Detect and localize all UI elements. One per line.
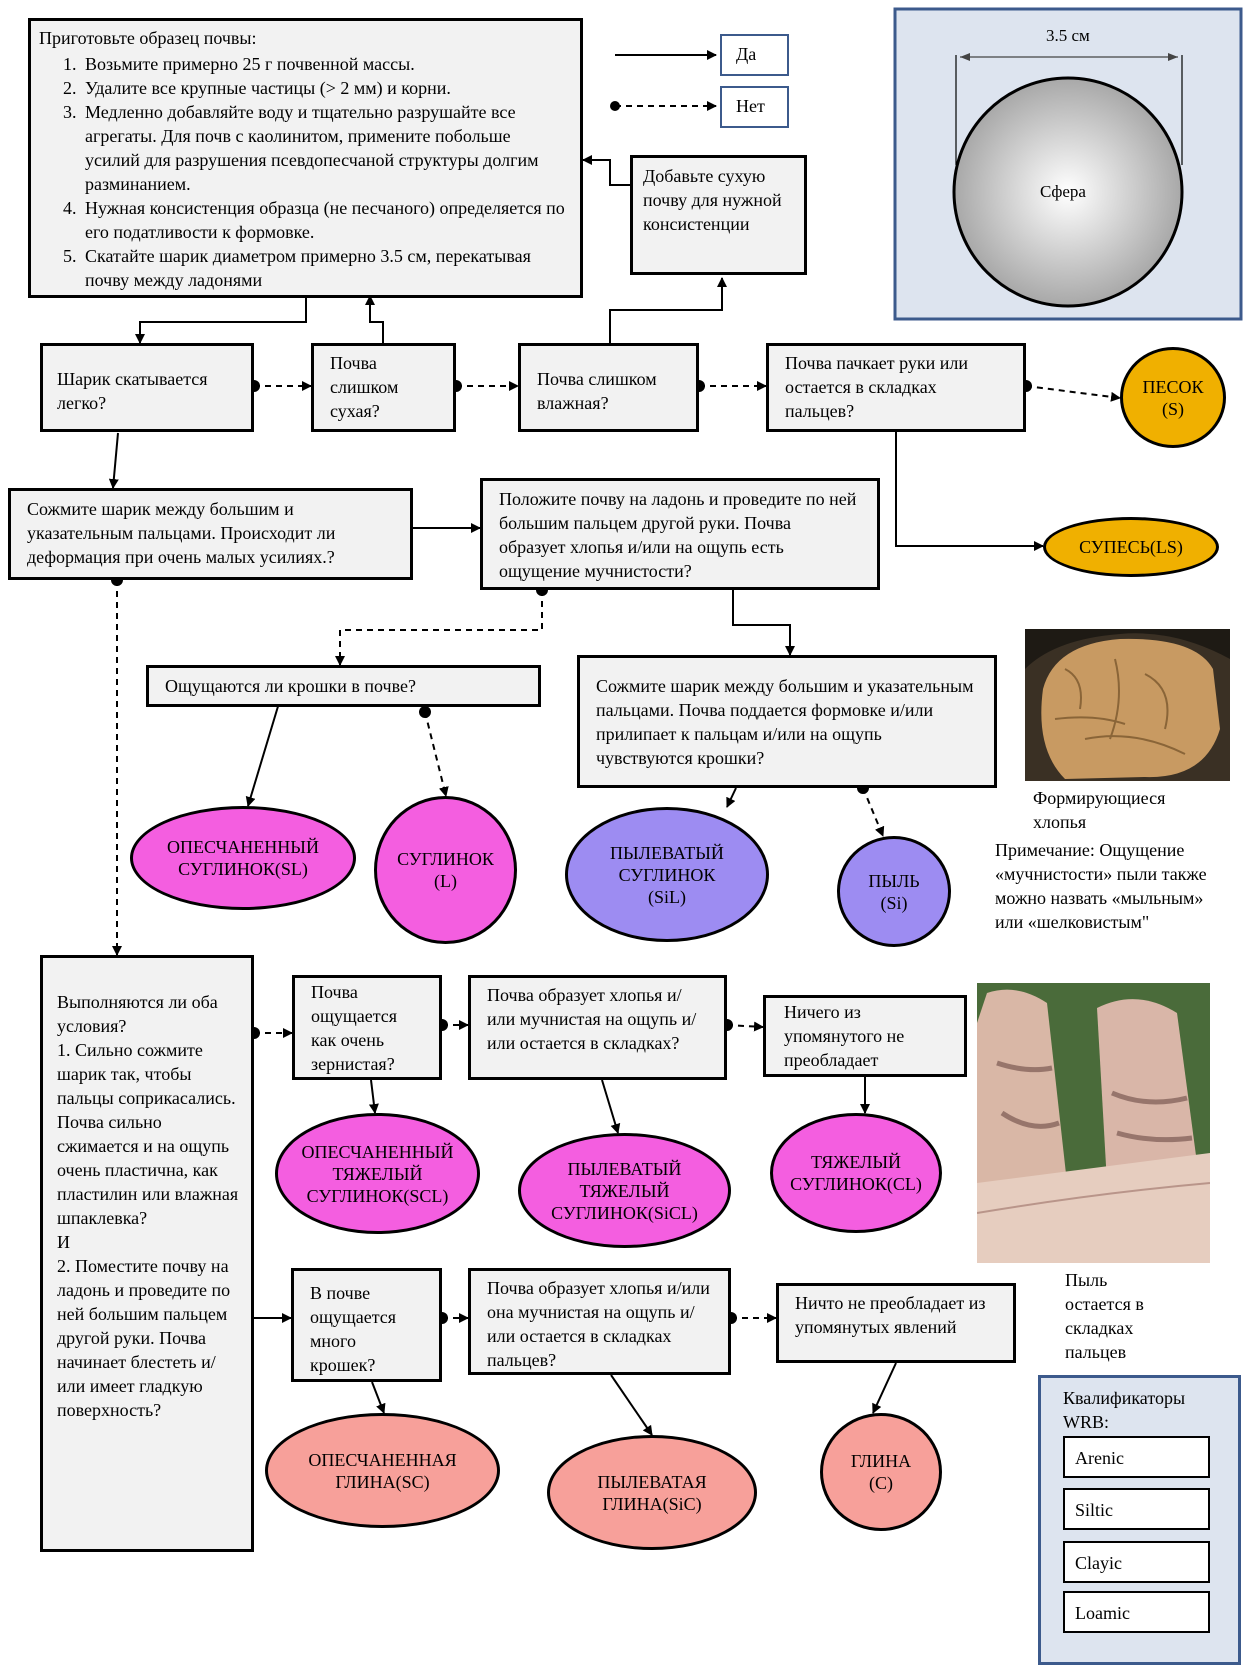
add-dry-soil-box: Добавьте сухую почву для нужной консисте… xyxy=(630,155,807,275)
class-loamy-sand: СУПЕСЬ(LS) xyxy=(1043,517,1219,577)
too-dry-question: Почва слишком сухая? xyxy=(311,343,456,432)
class-sand: ПЕСОК (S) xyxy=(1120,347,1226,448)
prep-step: Скатайте шарик диаметром примерно 3.5 см… xyxy=(81,244,568,292)
prep-step: Нужная консистенция образца (не песчаног… xyxy=(81,196,568,244)
prep-step: Возьмите примерно 25 г почвенной массы. xyxy=(81,52,568,76)
none-predominates-1: Ничего из упомянутого не преобладает xyxy=(763,995,967,1077)
wrb-item-loamic: Loamic xyxy=(1063,1591,1210,1633)
prep-step: Медленно добавляйте воду и тщательно раз… xyxy=(81,100,568,196)
wrb-legend: Квалификаторы WRB: Arenic Siltic Clayic … xyxy=(1038,1375,1241,1665)
none-predominates-2: Ничто не преобладает из упомянутых явлен… xyxy=(776,1283,1016,1363)
silt-fingers-photo xyxy=(977,983,1210,1263)
crumbs-question: Ощущаются ли крошки в почве? xyxy=(146,665,541,707)
wrb-legend-title: Квалификаторы WRB: xyxy=(1063,1388,1186,1432)
flakes-photo xyxy=(1025,629,1230,781)
many-crumbs-question: В почве ощущается много крошек? xyxy=(291,1268,442,1382)
class-silty-clay-loam: ПЫЛЕВАТЫЙ ТЯЖЕЛЫЙ СУГЛИНОК(SiCL) xyxy=(518,1133,731,1248)
prep-step: Удалите все крупные частицы (> 2 мм) и к… xyxy=(81,76,568,100)
flakes-silty-question-1: Почва образует хлопья и/или мучнистая на… xyxy=(468,975,727,1080)
silt-feel-note: Примечание: Ощущение «мучнистости» пыли … xyxy=(995,840,1207,932)
silt-photo-caption: Пыль остается в складках пальцев xyxy=(1065,1270,1144,1362)
class-sandy-clay-loam: ОПЕСЧАНЕННЫЙ ТЯЖЕЛЫЙ СУГЛИНОК(SCL) xyxy=(275,1113,480,1234)
stains-hands-question: Почва пачкает руки или остается в складк… xyxy=(766,343,1026,432)
legend-no: Нет xyxy=(720,86,789,128)
too-wet-question: Почва слишком влажная? xyxy=(518,343,699,432)
flakes-silty-question-2: Почва образует хлопья и/или она мучниста… xyxy=(468,1268,731,1375)
palm-flakes-question: Положите почву на ладонь и проведите по … xyxy=(480,478,880,590)
sphere-diagram xyxy=(893,7,1243,321)
flakes-photo-caption: Формирующиеся хлопья xyxy=(1033,788,1166,832)
prep-instructions: Приготовьте образец почвы: Возьмите прим… xyxy=(28,18,583,298)
sphere-label: Сфера xyxy=(1040,182,1086,201)
very-grainy-question: Почва ощущается как очень зернистая? xyxy=(292,975,442,1080)
class-clay: ГЛИНА (С) xyxy=(820,1413,942,1531)
wrb-item-clayic: Clayic xyxy=(1063,1541,1210,1583)
class-sandy-loam: ОПЕСЧАНЕННЫЙ СУГЛИНОК(SL) xyxy=(130,806,356,910)
squeeze-deform-question: Сожмите шарик между большим и указательн… xyxy=(8,488,413,580)
sphere-dimension: 3.5 см xyxy=(1046,26,1090,45)
legend-yes: Да xyxy=(720,34,789,76)
both-conditions-question: Выполняются ли оба условия? 1. Сильно со… xyxy=(40,955,254,1552)
wrb-item-siltic: Siltic xyxy=(1063,1488,1210,1530)
prep-title: Приготовьте образец почвы: xyxy=(39,28,257,48)
class-silty-clay: ПЫЛЕВАТАЯ ГЛИНА(SiC) xyxy=(547,1435,757,1550)
class-silt-loam: ПЫЛЕВАТЫЙ СУГЛИНОК (SiL) xyxy=(565,807,769,942)
wrb-item-arenic: Arenic xyxy=(1063,1436,1210,1478)
ball-rolls-question: Шарик скатывается легко? xyxy=(40,343,254,432)
class-clay-loam: ТЯЖЕЛЫЙ СУГЛИНОК(CL) xyxy=(770,1113,942,1233)
squeeze-mold-question: Сожмите шарик между большим и указательн… xyxy=(577,655,997,788)
class-sandy-clay: ОПЕСЧАНЕННАЯ ГЛИНА(SC) xyxy=(265,1413,500,1528)
class-silt: ПЫЛЬ (Si) xyxy=(837,836,951,947)
class-loam: СУГЛИНОК (L) xyxy=(374,796,517,944)
